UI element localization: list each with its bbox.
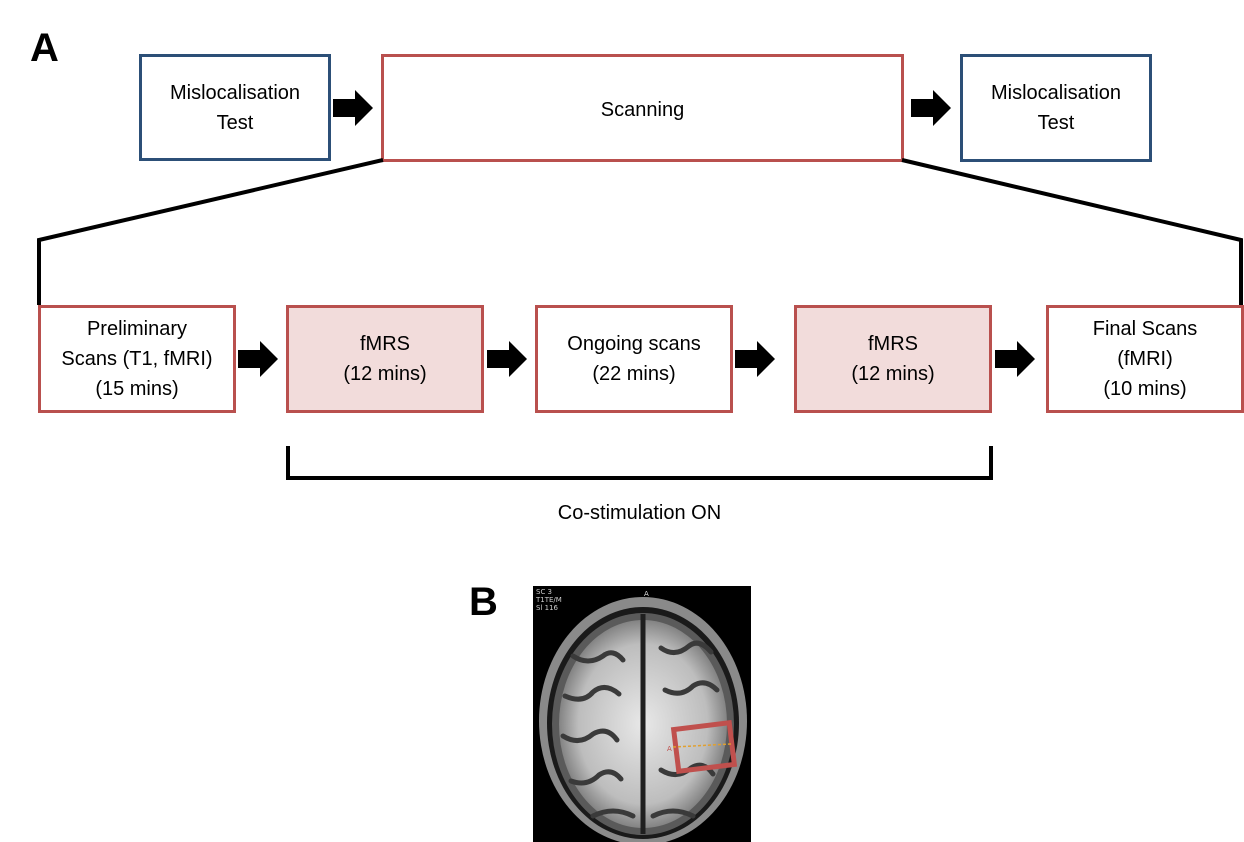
scan-step-ongoing: Ongoing scans (22 mins) (535, 305, 733, 413)
arrow-icon (333, 90, 373, 126)
scan-step-preliminary: Preliminary Scans (T1, fMRI) (15 mins) (38, 305, 236, 413)
arrow-icon (735, 341, 775, 377)
voxel-marker: A (667, 745, 672, 753)
sulci (560, 640, 720, 819)
scan-step-final: Final Scans (fMRI) (10 mins) (1046, 305, 1244, 413)
post-mislocalisation-test-box: Mislocalisation Test (960, 54, 1152, 162)
arrow-icon (238, 341, 278, 377)
panel-label-b: B (469, 580, 498, 624)
panel-label-a: A (30, 26, 59, 70)
orientation-marker: A (644, 590, 649, 598)
mri-overlay-text: SC 3 T1TE/M Sl 116 (536, 588, 562, 612)
mri-axial-image: A A SC 3 T1TE/M Sl 116 (533, 586, 751, 842)
expansion-line-right (901, 158, 1243, 305)
scan-step-fmrs-1: fMRS (12 mins) (286, 305, 484, 413)
fmrs-voxel-box (670, 719, 738, 775)
brain-scan-graphic: A A (539, 590, 747, 842)
arrow-icon (995, 341, 1035, 377)
expansion-line-left (37, 158, 384, 305)
arrow-icon (487, 341, 527, 377)
arrow-icon (911, 90, 951, 126)
costimulation-label: Co-stimulation ON (557, 502, 722, 524)
pre-mislocalisation-test-box: Mislocalisation Test (139, 54, 331, 161)
scan-step-fmrs-2: fMRS (12 mins) (794, 305, 992, 413)
scanning-box: Scanning (381, 54, 904, 162)
costimulation-bracket (286, 446, 993, 480)
